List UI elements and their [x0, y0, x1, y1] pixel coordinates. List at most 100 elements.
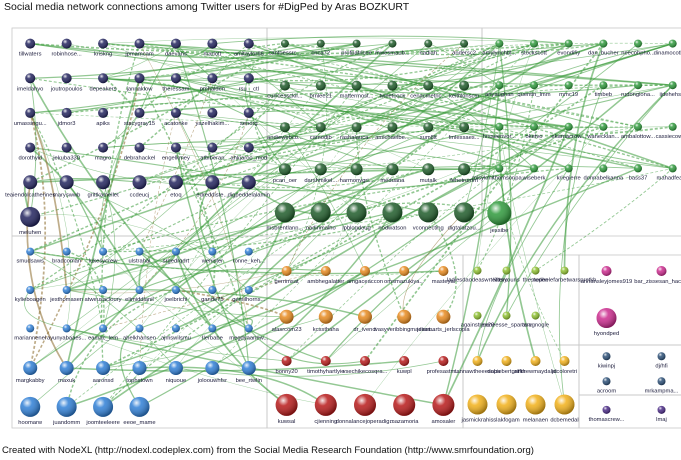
node-g1-30[interactable]: grittkamellet	[87, 175, 119, 198]
node-g1-1[interactable]: robinhose...	[51, 38, 82, 58]
node-g1-24[interactable]: debrahackel	[124, 142, 156, 162]
node-g1-14[interactable]: umassingu...	[14, 107, 47, 127]
node-g1-11[interactable]: theressam	[162, 73, 190, 92]
node-g1-34[interactable]: digpeddelalamin	[228, 175, 270, 198]
node-g2-8[interactable]: mattermost...	[340, 80, 374, 100]
node-g2-29[interactable]: digtalatzou...	[448, 202, 481, 231]
node-g3-6[interactable]: anyaughan	[485, 81, 514, 98]
node-g4-1[interactable]: bradcoman	[52, 247, 81, 265]
node-g2-3[interactable]: mwesmaub...	[375, 39, 410, 57]
node-g4-23[interactable]: aaronsd	[93, 361, 114, 384]
node-g4-9[interactable]: atweusacloury	[85, 286, 122, 303]
node-g8-0[interactable]: bonny20	[275, 356, 298, 375]
node-g9-0[interactable]: tannawtheeesaps	[455, 356, 501, 375]
node-g2-23[interactable]: fehetrumm	[450, 163, 478, 184]
node-g10-3[interactable]: mrkampma...	[645, 377, 679, 394]
node-g1-27[interactable]: ahkjaroo_mod	[230, 142, 267, 162]
node-g9-5[interactable]: slakfogam	[493, 394, 520, 424]
node-g8-6[interactable]: cjienning	[314, 393, 337, 425]
node-g1-26[interactable]: atbiberan	[200, 142, 224, 162]
node-g8-7[interactable]: donnalancejoperadig...	[336, 393, 395, 425]
node-g3-19[interactable]: wiseberk	[522, 164, 546, 181]
node-g1-6[interactable]: amitaylor66	[234, 38, 264, 58]
node-g10-0[interactable]: kiwinpj	[598, 352, 615, 369]
node-g6-6[interactable]: anagnogle	[522, 311, 549, 329]
node-g5-4[interactable]: masteyal	[432, 266, 455, 285]
node-g4-29[interactable]: juandomm	[52, 396, 80, 426]
node-g5-2[interactable]: amgaceaccon	[347, 266, 383, 285]
node-g2-6[interactable]: currcessckil...	[267, 80, 303, 100]
node-g4-12[interactable]: gande75	[201, 286, 224, 303]
node-g5-5[interactable]: alasrcom23	[272, 309, 302, 333]
node-g4-26[interactable]: joloouwhfsr	[197, 361, 227, 384]
node-g3-23[interactable]: mahadfear...	[657, 164, 681, 181]
node-g4-15[interactable]: ayunyabaaes...	[47, 324, 87, 341]
node-g3-7[interactable]: quentin_lmm	[517, 81, 551, 98]
node-g8-4[interactable]: profesastm...	[427, 356, 461, 375]
node-g4-22[interactable]: maxuk	[58, 361, 75, 384]
node-g10-1[interactable]: dj/hfi	[655, 352, 668, 369]
node-g5-9[interactable]: jessmarts_jerlscopia	[416, 309, 470, 333]
node-g4-31[interactable]: eeoe_mame	[123, 396, 156, 426]
node-g4-14[interactable]: mariannenel	[14, 324, 46, 341]
node-g4-7[interactable]: kylieboagen	[15, 286, 46, 303]
node-g4-2[interactable]: lukesycrew	[89, 247, 118, 265]
node-g4-5[interactable]: wenisler	[201, 247, 223, 265]
node-g4-3[interactable]: ulstrahal	[129, 247, 151, 265]
node-g2-13[interactable]: camodib	[310, 122, 332, 141]
node-g10-2[interactable]: acroom	[597, 377, 617, 394]
node-g8-8[interactable]: mazamoria	[390, 393, 419, 425]
node-g3-21[interactable]: donnabelkanna	[584, 164, 624, 181]
node-g4-28[interactable]: hoomarw	[18, 396, 43, 426]
node-g3-5[interactable]: dinamocotho...	[654, 39, 681, 57]
node-g3-20[interactable]: kriegierre	[557, 164, 581, 181]
node-g9-3[interactable]: jdcoloretri	[551, 356, 577, 375]
node-g4-13[interactable]: gemilhorns...	[232, 286, 266, 303]
node-g1-20[interactable]: senorg	[240, 107, 258, 127]
node-g3-18[interactable]: misykmithomsonpa...	[472, 164, 527, 181]
node-g1-12[interactable]: pmhalden	[200, 73, 225, 92]
node-g3-4[interactable]: neecohpho...	[621, 39, 655, 57]
node-g3-2[interactable]: evondifiy	[557, 39, 580, 57]
node-g1-4[interactable]: daevans	[165, 38, 187, 58]
node-g2-22[interactable]: mutalk	[420, 163, 437, 184]
node-g1-18[interactable]: acatonke	[164, 107, 188, 127]
node-g11-1[interactable]: lmaj	[656, 405, 667, 423]
node-g2-16[interactable]: sum8lt	[420, 122, 437, 141]
node-g1-15[interactable]: jdmor3	[57, 107, 76, 127]
node-g3-3[interactable]: dan_bucher	[588, 39, 619, 57]
node-g8-1[interactable]: timothyhartlyie	[307, 356, 344, 375]
node-g1-25[interactable]: engelkmey	[162, 142, 190, 162]
node-g6-0[interactable]: ladiesdaodeaswrteatsrc	[447, 266, 508, 284]
node-g1-8[interactable]: joutropoulos	[50, 73, 83, 92]
node-g4-8[interactable]: jesthomasen	[49, 286, 83, 303]
node-g1-7[interactable]: imeldahyo	[17, 73, 43, 92]
node-g3-10[interactable]: rudongiona...	[621, 81, 655, 98]
node-g4-25[interactable]: niquoue	[166, 361, 187, 384]
node-g2-5[interactable]: andersc2	[452, 39, 476, 57]
node-g1-32[interactable]: etoq	[168, 175, 183, 198]
node-g5-6[interactable]: kcssthaha	[313, 309, 340, 333]
node-g3-12[interactable]: hrsseenvor...	[483, 122, 517, 140]
node-g2-17[interactable]: fmlessaes...	[449, 122, 480, 141]
node-g4-0[interactable]: smudsaws	[17, 247, 44, 265]
node-g9-6[interactable]: melanaen	[523, 394, 548, 424]
node-g6-5[interactable]: joeneesse_spartarv	[480, 311, 532, 329]
node-g2-11[interactable]: keithkinscm	[449, 80, 479, 100]
node-g3-13[interactable]: oketvo	[525, 122, 543, 140]
node-g5-0[interactable]: gerrimsat	[275, 266, 300, 285]
node-g3-9[interactable]: timbeb	[595, 81, 612, 98]
node-g6-1[interactable]: lifteryouris	[493, 266, 520, 284]
node-g4-11[interactable]: joelbrichi	[163, 286, 187, 303]
node-g7-2[interactable]: hyondped	[594, 308, 619, 337]
node-g1-29[interactable]: maryswwb	[53, 175, 80, 198]
node-g1-16[interactable]: apiks	[96, 107, 110, 127]
node-g2-21[interactable]: meduana	[380, 163, 405, 184]
node-g4-24[interactable]: tophstown	[126, 361, 153, 384]
node-g4-4[interactable]: srgedrqdrt	[163, 247, 190, 265]
node-g3-0[interactable]: amylynchbl...	[482, 39, 517, 57]
node-g3-14[interactable]: ekarnacrow...	[551, 122, 586, 140]
node-g9-4[interactable]: jasmickrahis	[461, 394, 494, 424]
node-g1-31[interactable]: ccdeucj	[130, 175, 150, 198]
node-g8-2[interactable]: vsechikecosqra...	[343, 356, 388, 375]
